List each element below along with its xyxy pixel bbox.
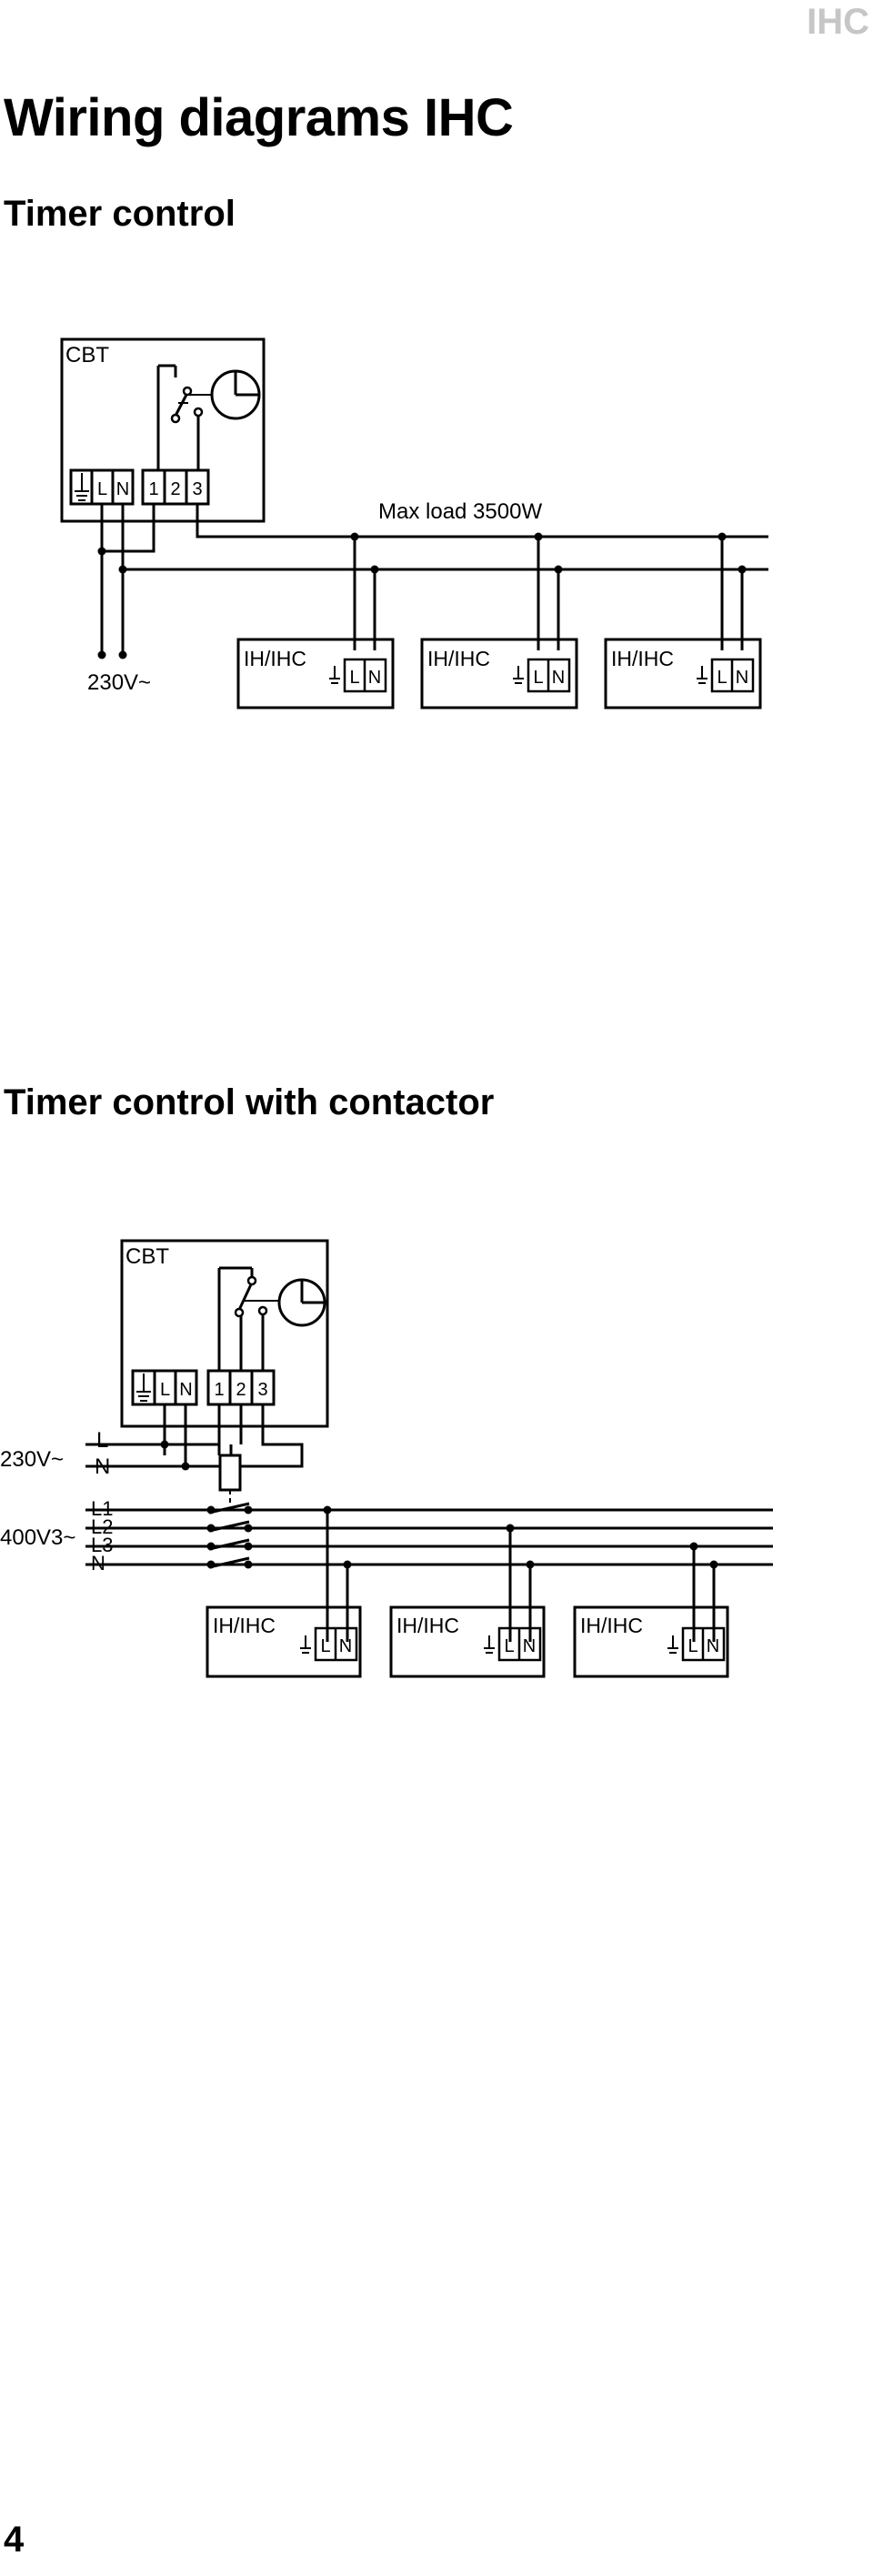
line-label-l3: L3 (91, 1534, 113, 1556)
terminal-3: 3 (192, 479, 202, 499)
ground-icon (136, 1374, 151, 1402)
page-title: Wiring diagrams IHC (4, 88, 514, 147)
clock-icon (277, 1278, 326, 1327)
terminal-n: N (339, 1636, 352, 1656)
terminal-n: N (552, 668, 565, 688)
terminal-n: N (707, 1636, 719, 1656)
terminal-l: L (97, 479, 107, 499)
wiring (100, 504, 768, 655)
heater-2: IH/IHC L N (420, 638, 578, 709)
timer-control-diagram: CBT L N 1 2 3 (60, 337, 768, 709)
line-label-n: N (95, 1454, 110, 1479)
supply-label: 230V~ (87, 670, 151, 695)
timer-switch (217, 1266, 280, 1371)
terminal-l: L (349, 668, 359, 688)
cbt-label: CBT (125, 1244, 169, 1269)
terminal-2: 2 (170, 479, 180, 499)
terminal-1: 1 (148, 479, 158, 499)
heater-1: IH/IHC L N (236, 638, 395, 709)
switch-contacts (234, 1275, 268, 1318)
heater-label: IH/IHC (611, 647, 674, 670)
wiring (85, 1404, 773, 1642)
terminal-l: L (320, 1636, 330, 1656)
max-load-label: Max load 3500W (378, 499, 542, 524)
terminal-n: N (523, 1636, 536, 1656)
terminal-1: 1 (214, 1380, 224, 1400)
ground-icon (484, 1635, 495, 1654)
ground-icon (667, 1635, 678, 1654)
timer-control-with-contactor-diagram: CBT L N 1 2 3 (0, 1239, 773, 1678)
contactor-switches (208, 1502, 250, 1569)
terminal-l: L (687, 1636, 697, 1656)
heater-label: IH/IHC (396, 1614, 459, 1637)
ground-icon (300, 1635, 311, 1654)
terminal-2: 2 (236, 1380, 246, 1400)
heater-3: IH/IHC L N (604, 638, 762, 709)
terminal-3: 3 (257, 1380, 267, 1400)
line-label-l: L (96, 1428, 108, 1453)
line-label-l2: L2 (91, 1515, 113, 1538)
switch-contacts (170, 386, 204, 424)
terminal-l: L (160, 1380, 170, 1400)
page-number: 4 (4, 2520, 25, 2560)
junction-dots (97, 532, 747, 659)
timer-switch (156, 364, 212, 470)
heater-3: IH/IHC L N (573, 1605, 729, 1678)
terminal-n: N (736, 668, 748, 688)
terminal-l: L (504, 1636, 514, 1656)
ground-icon (75, 473, 89, 501)
junction-dots (160, 1440, 718, 1569)
heater-label: IH/IHC (427, 647, 490, 670)
section-heading-timer-control: Timer control (4, 194, 236, 234)
heater-2: IH/IHC L N (389, 1605, 546, 1678)
corner-tag: IHC (807, 2, 869, 42)
heater-1: IH/IHC L N (206, 1605, 362, 1678)
ground-icon (329, 666, 340, 684)
clock-icon (210, 369, 261, 420)
heater-label: IH/IHC (213, 1614, 276, 1637)
ground-icon (513, 666, 524, 684)
line-label-l1: L1 (91, 1497, 113, 1520)
supply-label: 230V~ (0, 1447, 64, 1472)
three-phase-label: 400V3~ (0, 1525, 75, 1550)
terminal-n: N (368, 668, 381, 688)
terminal-n: N (179, 1380, 192, 1400)
line-label-n: N (91, 1552, 105, 1575)
heater-label: IH/IHC (244, 647, 306, 670)
section-heading-timer-control-with-contactor: Timer control with contactor (4, 1082, 495, 1122)
terminal-l: L (717, 668, 727, 688)
heater-label: IH/IHC (580, 1614, 643, 1637)
terminal-l: L (533, 668, 543, 688)
cbt-label: CBT (65, 343, 109, 367)
ground-icon (697, 666, 707, 684)
terminal-n: N (116, 479, 129, 499)
